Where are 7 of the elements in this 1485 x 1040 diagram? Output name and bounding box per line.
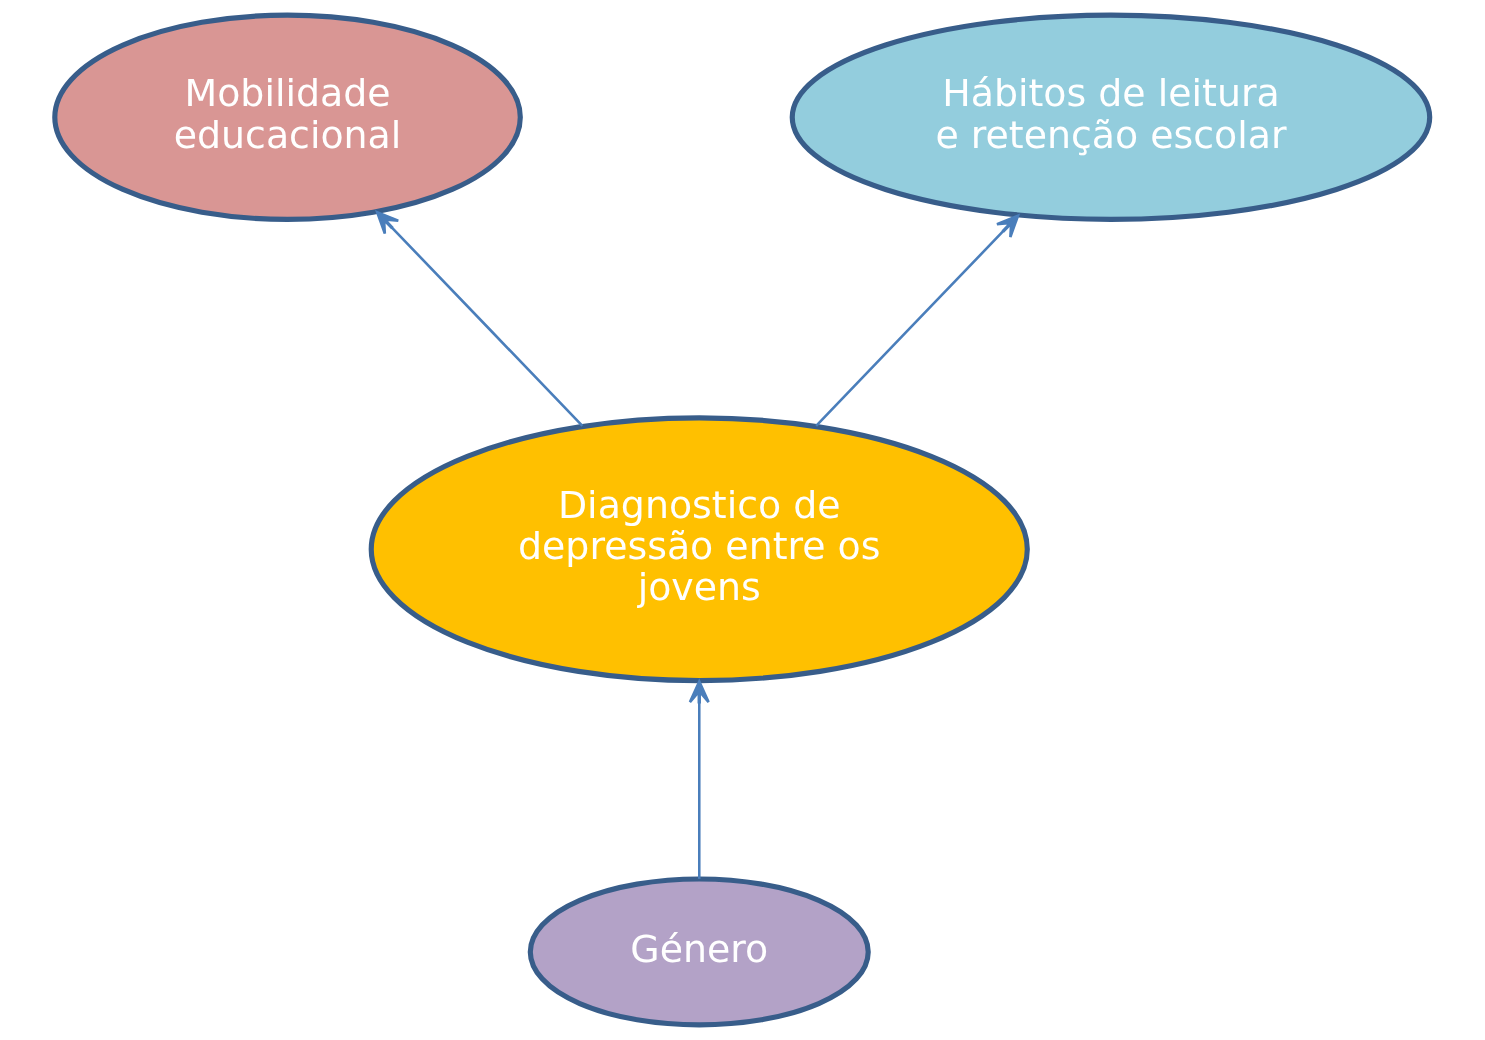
arrow (375, 211, 584, 427)
node-ellipse: Mobilidade educacional (52, 12, 523, 222)
arrow (688, 680, 710, 879)
node-ellipse: Género (527, 876, 871, 1028)
arrow (815, 214, 1020, 427)
node-ellipse: Hábitos de leitura e retenção escolar (789, 12, 1433, 222)
node-ellipse: Diagnostico de depressão entre os jovens (368, 415, 1030, 684)
